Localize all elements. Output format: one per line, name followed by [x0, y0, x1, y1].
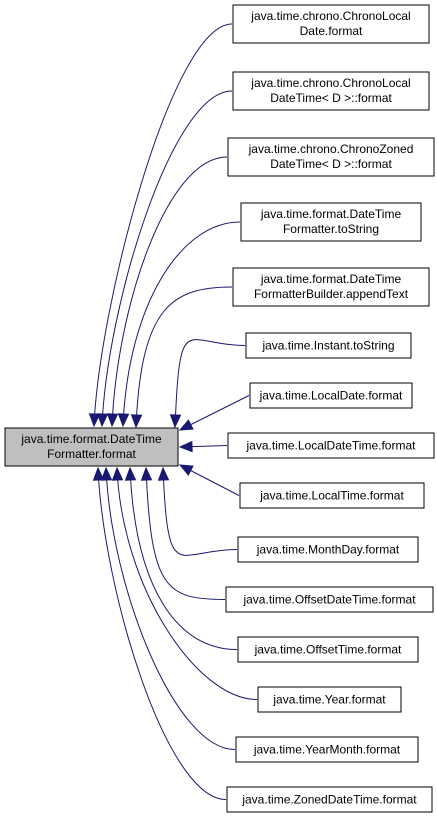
focus-node-box: [4, 427, 179, 467]
edge-13: [116, 467, 258, 700]
caller-node-line-1: java.time.format.DateTime: [260, 272, 402, 286]
edge-15: [97, 467, 227, 800]
edge-14: [105, 467, 236, 750]
caller-node-line-1: java.time.format.DateTime: [260, 207, 402, 221]
caller-node-13[interactable]: java.time.Year.format: [257, 686, 402, 713]
caller-node-box: [226, 786, 433, 813]
caller-node-line-1: java.time.chrono.ChronoLocal: [250, 76, 410, 90]
caller-node-box: [245, 332, 412, 359]
edge-arrowhead-6: [169, 414, 182, 429]
edge-6: [174, 339, 246, 428]
edge-arrowhead-1: [88, 413, 101, 428]
caller-node-box: [227, 432, 435, 459]
edge-5: [135, 286, 233, 428]
edge-arrowhead-11: [140, 466, 153, 481]
caller-node-5[interactable]: java.time.format.DateTimeFormatterBuilde…: [232, 267, 430, 307]
edge-arrowhead-4: [117, 413, 130, 428]
edge-arrowhead-7: [178, 419, 194, 431]
caller-node-15[interactable]: java.time.ZonedDateTime.format: [226, 786, 433, 813]
caller-node-box: [232, 4, 430, 44]
caller-node-line-1: java.time.ZonedDateTime.format: [241, 793, 417, 807]
caller-node-box: [237, 536, 419, 563]
caller-node-line-1: java.time.chrono.ChronoZoned: [248, 142, 414, 156]
caller-node-line-1: java.time.OffsetTime.format: [254, 643, 402, 657]
caller-node-14[interactable]: java.time.YearMonth.format: [235, 736, 419, 763]
caller-node-box: [232, 267, 430, 307]
caller-node-box: [249, 382, 413, 409]
caller-node-box: [227, 137, 435, 177]
caller-node-line-2: DateTime< D >::format: [270, 91, 392, 105]
caller-node-line-2: Date.format: [300, 24, 363, 38]
caller-node-4[interactable]: java.time.format.DateTimeFormatter.toStr…: [240, 202, 422, 242]
caller-node-line-1: java.time.chrono.ChronoLocal: [250, 9, 410, 23]
edge-2: [101, 90, 233, 427]
edge-arrowhead-9: [178, 464, 194, 476]
focus-node-line-2: Formatter.format: [47, 447, 136, 461]
edge-arrowhead-10: [157, 466, 170, 481]
edge-arrowhead-5: [130, 414, 143, 429]
caller-node-line-1: java.time.LocalDateTime.format: [246, 439, 417, 453]
caller-node-line-2: DateTime< D >::format: [270, 157, 392, 171]
focus-node-line-1: java.time.format.DateTime: [20, 432, 162, 446]
caller-node-box: [237, 636, 419, 663]
edges-layer: [88, 23, 258, 800]
edge-11: [145, 467, 226, 600]
caller-nodes: java.time.chrono.ChronoLocalDate.formatj…: [225, 4, 435, 813]
caller-node-line-2: FormatterBuilder.appendText: [254, 287, 409, 301]
edge-12: [129, 467, 238, 650]
caller-node-line-1: java.time.Year.format: [272, 693, 386, 707]
caller-node-box: [232, 71, 430, 111]
caller-node-line-2: Formatter.toString: [283, 222, 379, 236]
caller-node-box: [235, 736, 419, 763]
caller-node-line-1: java.time.Instant.toString: [261, 339, 394, 353]
caller-node-line-1: java.time.YearMonth.format: [253, 743, 401, 757]
edge-arrowhead-3: [106, 413, 119, 428]
caller-node-9[interactable]: java.time.LocalTime.format: [239, 482, 425, 509]
caller-node-line-1: java.time.LocalTime.format: [259, 489, 404, 503]
caller-node-line-1: java.time.OffsetDateTime.format: [242, 593, 416, 607]
caller-node-8[interactable]: java.time.LocalDateTime.format: [227, 432, 435, 459]
caller-node-6[interactable]: java.time.Instant.toString: [245, 332, 412, 359]
edge-arrowhead-15: [92, 466, 105, 481]
caller-node-box: [240, 202, 422, 242]
focus-node[interactable]: java.time.format.DateTime Formatter.form…: [4, 427, 179, 467]
caller-node-7[interactable]: java.time.LocalDate.format: [249, 382, 413, 409]
caller-node-10[interactable]: java.time.MonthDay.format: [237, 536, 419, 563]
edge-10: [162, 467, 238, 556]
caller-node-11[interactable]: java.time.OffsetDateTime.format: [225, 586, 434, 613]
caller-node-box: [257, 686, 402, 713]
edge-arrowhead-13: [111, 466, 124, 481]
edge-arrowhead-8: [178, 440, 193, 453]
edge-4: [122, 221, 241, 427]
edge-arrowhead-2: [96, 413, 109, 428]
caller-node-line-1: java.time.LocalDate.format: [259, 389, 403, 403]
edge-1: [93, 23, 233, 427]
caller-node-box: [225, 586, 434, 613]
edge-3: [111, 156, 228, 427]
edge-arrowhead-12: [124, 466, 137, 481]
caller-node-box: [239, 482, 425, 509]
edge-7: [179, 395, 250, 431]
edge-arrowhead-14: [100, 466, 113, 481]
caller-node-12[interactable]: java.time.OffsetTime.format: [237, 636, 419, 663]
caller-node-line-1: java.time.MonthDay.format: [256, 543, 400, 557]
